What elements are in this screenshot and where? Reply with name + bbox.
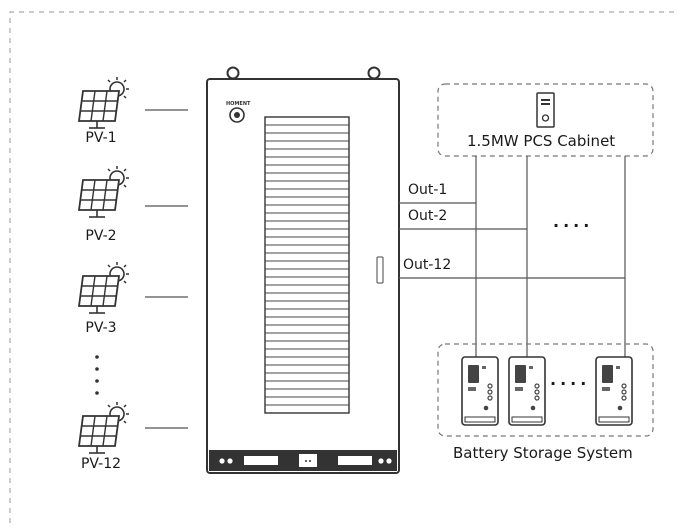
battery-storage-label: Battery Storage System: [453, 444, 633, 462]
pv-12-icon: [78, 401, 130, 454]
pcs-cabinet-label: 1.5MW PCS Cabinet: [467, 132, 616, 150]
pv-12-label: PV-12: [80, 456, 122, 472]
pcs-cabinet-icon: [536, 92, 555, 128]
outputs-ellipsis: ....: [553, 212, 594, 231]
out-1-label: Out-1: [408, 182, 448, 198]
pv-vertical-ellipsis: [95, 355, 99, 395]
combiner-cabinet: [206, 66, 400, 474]
battery-unit-2-icon: [508, 356, 546, 426]
pv-connection-lines: [145, 109, 188, 429]
pv-2-label: PV-2: [85, 228, 117, 244]
pv-1-icon: [78, 76, 130, 129]
out-2-label: Out-2: [408, 208, 448, 224]
output-lines: [399, 156, 626, 358]
cabinet-logo: HOMENT: [226, 101, 251, 107]
pv-3-label: PV-3: [85, 320, 117, 336]
out-12-label: Out-12: [403, 257, 452, 273]
batteries-ellipsis: ....: [550, 370, 591, 389]
battery-unit-1-icon: [461, 356, 499, 426]
pv-1-label: PV-1: [85, 130, 117, 146]
pv-3-icon: [78, 261, 130, 314]
pv-2-icon: [78, 165, 130, 218]
battery-dashed-box: [437, 343, 654, 437]
outer-dashed-frame: [9, 11, 676, 523]
battery-unit-3-icon: [595, 356, 633, 426]
pcs-dashed-box: [437, 83, 654, 157]
